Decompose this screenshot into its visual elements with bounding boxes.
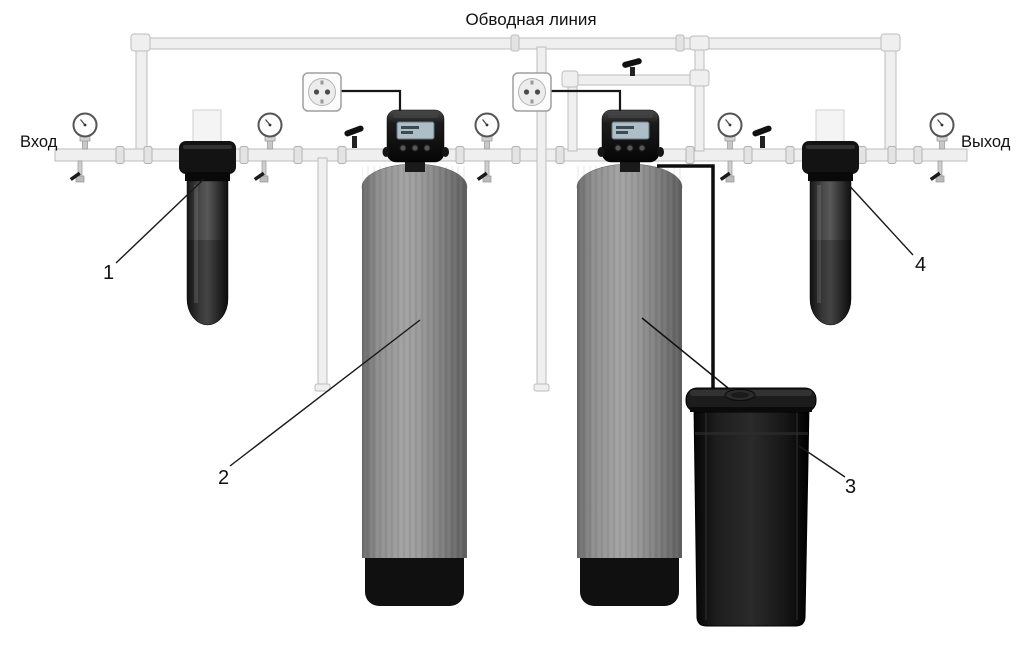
pressure-gauge-2 — [257, 112, 283, 150]
power-socket-1 — [302, 72, 402, 112]
pipe-couplings — [115, 146, 923, 164]
control-valve-head-1 — [382, 109, 449, 163]
piping-network — [54, 33, 968, 392]
filtration-tank-1 — [361, 109, 468, 606]
valve-button — [399, 144, 407, 152]
drain-faucet-1 — [69, 160, 85, 183]
callout-1-number: 1 — [103, 262, 114, 284]
callout-4-leader — [845, 181, 914, 256]
callout-2-leader — [229, 319, 421, 467]
valve-button — [411, 144, 419, 152]
valve-button — [423, 144, 431, 152]
power-cable — [341, 89, 402, 111]
valve-display-screen — [396, 121, 435, 140]
callout-1-leader — [115, 178, 205, 264]
filtration-tank-2 — [576, 109, 683, 606]
drain-faucet-5 — [929, 160, 945, 183]
callout-3-number: 3 — [845, 476, 856, 498]
pre-filter-housing — [179, 109, 236, 326]
callout-leaders — [115, 178, 914, 478]
pressure-gauge-4 — [717, 112, 743, 150]
valve-display-screen — [611, 121, 650, 140]
pressure-gauge-3 — [474, 112, 500, 150]
drain-faucet-4 — [719, 160, 735, 183]
drain-pipe-left — [314, 157, 331, 392]
power-socket-2 — [512, 72, 622, 112]
power-cable — [551, 89, 622, 111]
tank-to-brine-hose — [641, 317, 729, 389]
inlet-label: Вход — [20, 133, 58, 151]
callout-3-leader — [798, 445, 846, 478]
post-filter-housing — [802, 109, 859, 326]
brine-line — [657, 164, 715, 392]
ball-valve-handles — [344, 58, 772, 148]
pressure-gauge-1 — [72, 112, 98, 150]
outlet-label: Выход — [961, 133, 1011, 151]
diagram-title: Обводная линия — [465, 10, 596, 29]
pressure-gauge-5 — [929, 112, 955, 150]
valve-button — [626, 144, 634, 152]
pressure-gauges — [72, 112, 955, 150]
main-line-pipe — [54, 148, 968, 162]
bypass-line-pipe — [130, 33, 901, 157]
drain-faucet-2 — [253, 160, 269, 183]
callout-2-number: 2 — [218, 467, 229, 489]
drain-faucets — [69, 160, 945, 183]
tank-boot — [580, 552, 679, 606]
tank-boot — [365, 552, 464, 606]
brine-tank — [685, 387, 817, 627]
callout-4-number: 4 — [915, 254, 926, 276]
valve-button — [614, 144, 622, 152]
control-valve-head-2 — [597, 109, 664, 163]
middle-manifold-pipe — [561, 35, 710, 152]
valve-button — [638, 144, 646, 152]
drain-faucet-3 — [476, 160, 492, 183]
drain-pipe-right — [533, 46, 550, 392]
